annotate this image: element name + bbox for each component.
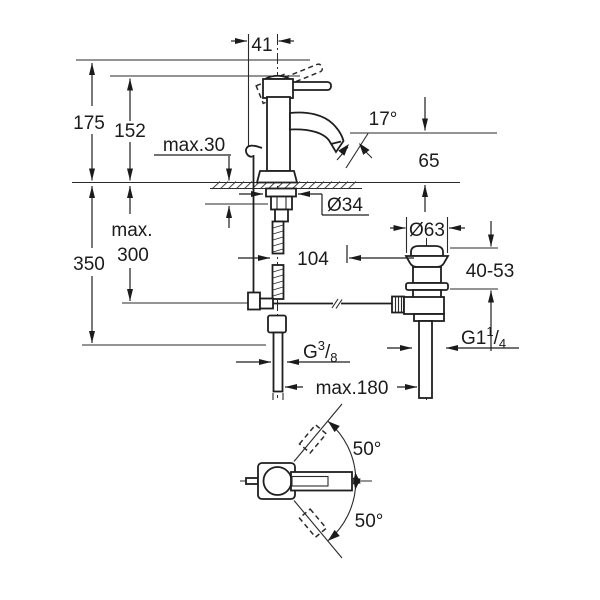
waste-collar (405, 282, 449, 291)
dimension-dia63: Ø63 (390, 217, 465, 253)
threaded-shank-lower (271, 264, 285, 300)
popup-knob (245, 144, 263, 158)
escutcheon (255, 170, 299, 184)
label-65: 65 (418, 151, 439, 172)
waste-tee-body (403, 296, 445, 315)
label-50deg-upper: 50° (353, 439, 382, 460)
union-ring (413, 313, 445, 322)
dimension-350: 350 (73, 186, 105, 343)
top-view-stub (245, 477, 259, 485)
waste-assembly-view (391, 238, 450, 400)
stream-angle-arrows (336, 143, 373, 161)
label-dia34: Ø34 (327, 195, 363, 216)
counter-hatching (211, 181, 357, 190)
dimension-40-53: 40-53 (450, 221, 514, 351)
lever-dashed-upper (298, 423, 328, 454)
label-max30: max.30 (163, 135, 225, 156)
waste-tailpipe (418, 320, 433, 399)
label-50deg-lower: 50° (355, 511, 384, 532)
label-17deg: 17° (369, 109, 398, 130)
supply-stud-g38 (272, 331, 284, 393)
label-max180: max.180 (316, 378, 389, 399)
mounting-hardware (247, 155, 297, 393)
dimension-104: 104 (238, 245, 414, 270)
dimension-dia34: Ø34 (239, 191, 369, 216)
dimension-g38: G3/8 (236, 338, 350, 365)
dimension-g114: G11/4 (387, 324, 519, 351)
waste-plug-cap (410, 245, 444, 257)
threaded-shank-upper (271, 220, 285, 255)
popup-rod-horizontal (273, 298, 392, 309)
label-152: 152 (114, 121, 146, 142)
label-350: 350 (73, 254, 105, 275)
dimension-max30: max.30 (154, 135, 232, 228)
dimension-max180: max.180 (272, 378, 417, 400)
rod-link (259, 297, 274, 310)
label-40-53: 40-53 (466, 261, 515, 282)
label-g114: G11/4 (461, 324, 506, 351)
dimension-41: 41 (231, 35, 294, 56)
dimension-152: 152 (114, 78, 146, 181)
label-max300-line2: 300 (117, 245, 149, 266)
label-41: 41 (251, 35, 272, 56)
waste-neck (412, 266, 442, 284)
dimension-17deg: 17° (369, 109, 398, 130)
top-view-lever (290, 471, 353, 492)
dimension-175: 175 (73, 63, 105, 181)
lever-dashed-lower (298, 508, 328, 539)
label-dia63: Ø63 (409, 220, 445, 241)
dimension-65: 65 (418, 97, 440, 212)
top-view-cartridge (262, 466, 293, 496)
faucet-body (266, 96, 291, 172)
handle-top-view: 50° 50° (240, 403, 384, 559)
label-g38: G3/8 (303, 338, 338, 365)
rod-clamp (247, 291, 261, 311)
aerator-line (330, 140, 342, 145)
supply-collar (267, 314, 287, 334)
faucet-front-view (245, 34, 392, 398)
label-max300-line1: max. (111, 220, 152, 241)
label-175: 175 (73, 113, 105, 134)
spout (289, 111, 345, 154)
label-104: 104 (297, 249, 329, 270)
handle-lever (288, 81, 332, 91)
dimension-max300: max. 300 (111, 186, 153, 301)
handle-housing (262, 78, 294, 99)
